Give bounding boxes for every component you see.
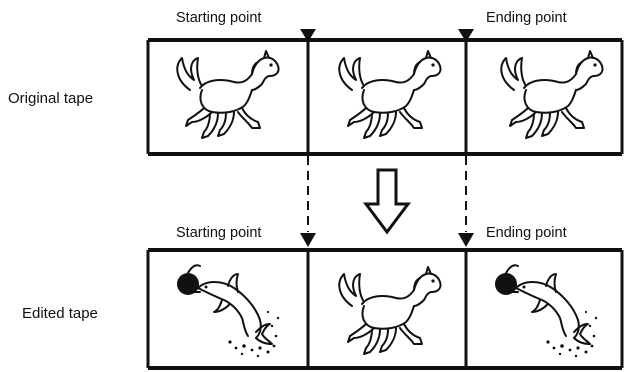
transform-arrow-icon <box>363 168 411 235</box>
top-starting-point-label: Starting point <box>176 10 261 26</box>
edited-frame-2-horse-icon <box>338 266 442 355</box>
edited-tape-strip <box>146 248 624 370</box>
original-tape-label: Original tape <box>8 90 93 107</box>
bottom-starting-point-label: Starting point <box>176 225 261 241</box>
edited-frame-3-dolphin-icon <box>494 264 599 359</box>
edited-tape-label: Edited tape <box>22 305 98 322</box>
top-start-marker-icon <box>300 29 316 42</box>
bottom-start-marker-icon <box>300 233 316 247</box>
top-end-marker-icon <box>458 29 474 42</box>
original-tape-strip <box>146 38 624 156</box>
edited-frame-1-dolphin-icon <box>176 264 281 359</box>
bottom-ending-point-label: Ending point <box>486 225 567 241</box>
bottom-end-marker-icon <box>458 233 474 247</box>
original-frame-1-horse-icon <box>176 50 280 139</box>
original-frame-2-horse-icon <box>338 50 442 139</box>
top-ending-point-label: Ending point <box>486 10 567 26</box>
original-frame-3-horse-icon <box>500 50 604 139</box>
